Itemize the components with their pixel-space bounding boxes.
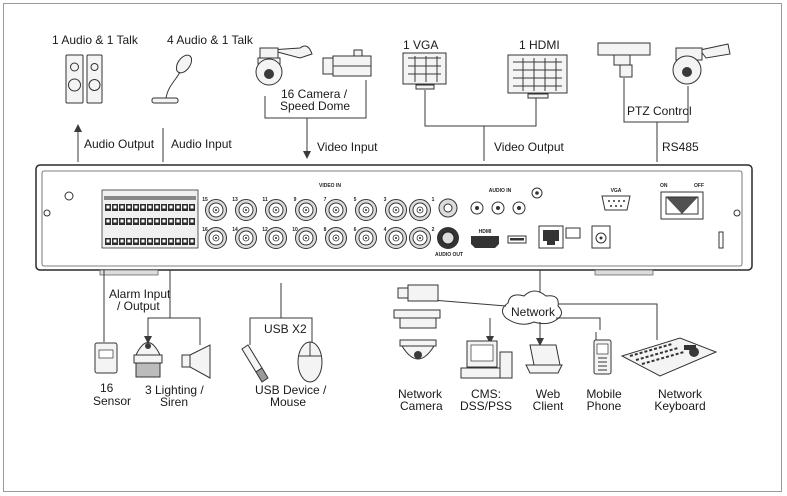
ptz-control-label: PTZ Control xyxy=(627,104,692,118)
monitor-bracket xyxy=(424,90,537,127)
cms-label-line1: CMS: xyxy=(471,387,501,401)
vga-port-label: VGA xyxy=(611,188,622,194)
video-input-label: Video Input xyxy=(317,140,378,154)
network-cloud-icon xyxy=(502,290,562,325)
bnc-number: 5 xyxy=(354,197,357,203)
network-box-camera-icon xyxy=(397,284,439,302)
network-keyboard-label-line1: Network xyxy=(658,387,703,401)
net-line-mobile xyxy=(556,317,601,330)
sensor-icon xyxy=(94,342,118,374)
box-camera-icon xyxy=(322,49,372,77)
alarm-terminal-block xyxy=(101,189,199,249)
bnc-number: 15 xyxy=(202,197,208,203)
audio-in-device-label: 4 Audio & 1 Talk xyxy=(167,33,254,47)
vga-monitor-label: 1 VGA xyxy=(403,38,438,52)
camera-bracket xyxy=(264,80,367,119)
bnc-number: 1 xyxy=(432,197,435,203)
camera-device-label-line2: Speed Dome xyxy=(280,99,350,113)
mobile-phone-label-line2: Phone xyxy=(587,399,622,413)
usb-x2-label: USB X2 xyxy=(264,322,307,336)
vga-port-icon: VGA xyxy=(601,188,631,211)
ptz-camera-icon xyxy=(597,42,651,78)
bnc-number: 6 xyxy=(354,227,357,233)
usb-device-label-line2: Mouse xyxy=(270,395,306,409)
diagram-frame xyxy=(3,3,782,492)
alarm-label-line2: / Output xyxy=(117,299,160,313)
audio-output-label: Audio Output xyxy=(84,137,155,151)
switch-off-label: OFF xyxy=(694,183,704,189)
audio-input-label: Audio Input xyxy=(171,137,232,151)
video-output-label: Video Output xyxy=(494,140,564,154)
vga-monitor-icon xyxy=(402,52,447,90)
switch-on-label: ON xyxy=(660,183,668,189)
web-client-label-line1: Web xyxy=(536,387,561,401)
sensor-label-line2: Sensor xyxy=(93,394,131,408)
bnc-number: 12 xyxy=(262,227,268,233)
audio-out-panel-label: AUDIO OUT xyxy=(435,252,463,258)
mobile-phone-label-line1: Mobile xyxy=(586,387,622,401)
speed-dome-camera-icon xyxy=(255,45,313,86)
laptop-icon xyxy=(525,344,563,374)
camera-device-label-line1: 16 Camera / xyxy=(281,87,348,101)
bnc-number: 11 xyxy=(262,197,268,203)
rs485-label: RS485 xyxy=(662,140,699,154)
usb-drive-icon xyxy=(241,344,269,383)
bnc-number: 14 xyxy=(232,227,238,233)
ptz-bracket xyxy=(623,78,689,123)
network-label: Network xyxy=(511,305,556,319)
microphone-icon xyxy=(151,54,193,104)
hdmi-monitor-icon xyxy=(507,54,568,99)
web-client-label-line2: Client xyxy=(533,399,564,413)
bnc-number: 9 xyxy=(294,197,297,203)
network-dome-camera-icon xyxy=(393,309,441,360)
bnc-bottom-numbers: 16 14 12 10 8 6 4 2 xyxy=(202,227,434,233)
alarm-output-bracket xyxy=(147,317,201,345)
video-in-bnc-group: VIDEO IN 15 13 11 9 7 5 3 1 16 14 12 10 … xyxy=(202,183,435,249)
mouse-icon xyxy=(297,341,323,383)
video-in-panel-label: VIDEO IN xyxy=(319,183,341,189)
audio-out-device-label: 1 Audio & 1 Talk xyxy=(52,33,139,47)
cms-computer-icon xyxy=(460,340,513,379)
network-keyboard-label-line2: Keyboard xyxy=(654,399,705,413)
lan-port-icon xyxy=(538,225,581,249)
bnc-number: 8 xyxy=(324,227,327,233)
bnc-number: 3 xyxy=(384,197,387,203)
network-camera-label-line1: Network xyxy=(398,387,443,401)
bnc-number: 10 xyxy=(292,227,298,233)
bnc-top-numbers: 15 13 11 9 7 5 3 1 xyxy=(202,197,434,203)
network-keyboard-icon xyxy=(620,337,718,377)
usb-port-icon xyxy=(507,235,527,244)
usb-device-label-line1: USB Device / xyxy=(255,383,327,397)
bnc-number: 7 xyxy=(324,197,327,203)
audio-in-panel-label: AUDIO IN xyxy=(489,188,512,194)
alarm-light-icon xyxy=(133,342,163,378)
ptz-dome-camera-icon xyxy=(672,43,731,85)
lighting-label-line2: Siren xyxy=(160,395,188,409)
siren-icon xyxy=(181,344,211,379)
hdmi-monitor-label: 1 HDMI xyxy=(519,38,560,52)
net-line-camera xyxy=(431,299,507,307)
audio-port-group: AUDIO OUT AUDIO IN xyxy=(435,187,543,258)
hdmi-port-label: HDMI xyxy=(479,229,492,235)
speaker-icon xyxy=(65,54,103,104)
cms-label-line2: DSS/PSS xyxy=(460,399,512,413)
network-camera-label-line2: Camera xyxy=(400,399,443,413)
mobile-phone-icon xyxy=(593,332,612,375)
sensor-label-line1: 16 xyxy=(100,381,114,395)
net-line-keyboard xyxy=(558,303,658,340)
bnc-number: 4 xyxy=(384,227,387,233)
hdmi-port-icon: HDMI xyxy=(471,229,499,248)
bnc-number: 2 xyxy=(432,227,435,233)
bnc-number: 16 xyxy=(202,227,208,233)
power-switch: ON OFF xyxy=(660,183,704,220)
alarm-label-line1: Alarm Input xyxy=(109,287,171,301)
lighting-label-line1: 3 Lighting / xyxy=(145,383,204,397)
panel-slot xyxy=(718,231,724,249)
bnc-number: 13 xyxy=(232,197,238,203)
usb-bracket xyxy=(249,317,313,345)
power-input-icon xyxy=(591,225,611,249)
